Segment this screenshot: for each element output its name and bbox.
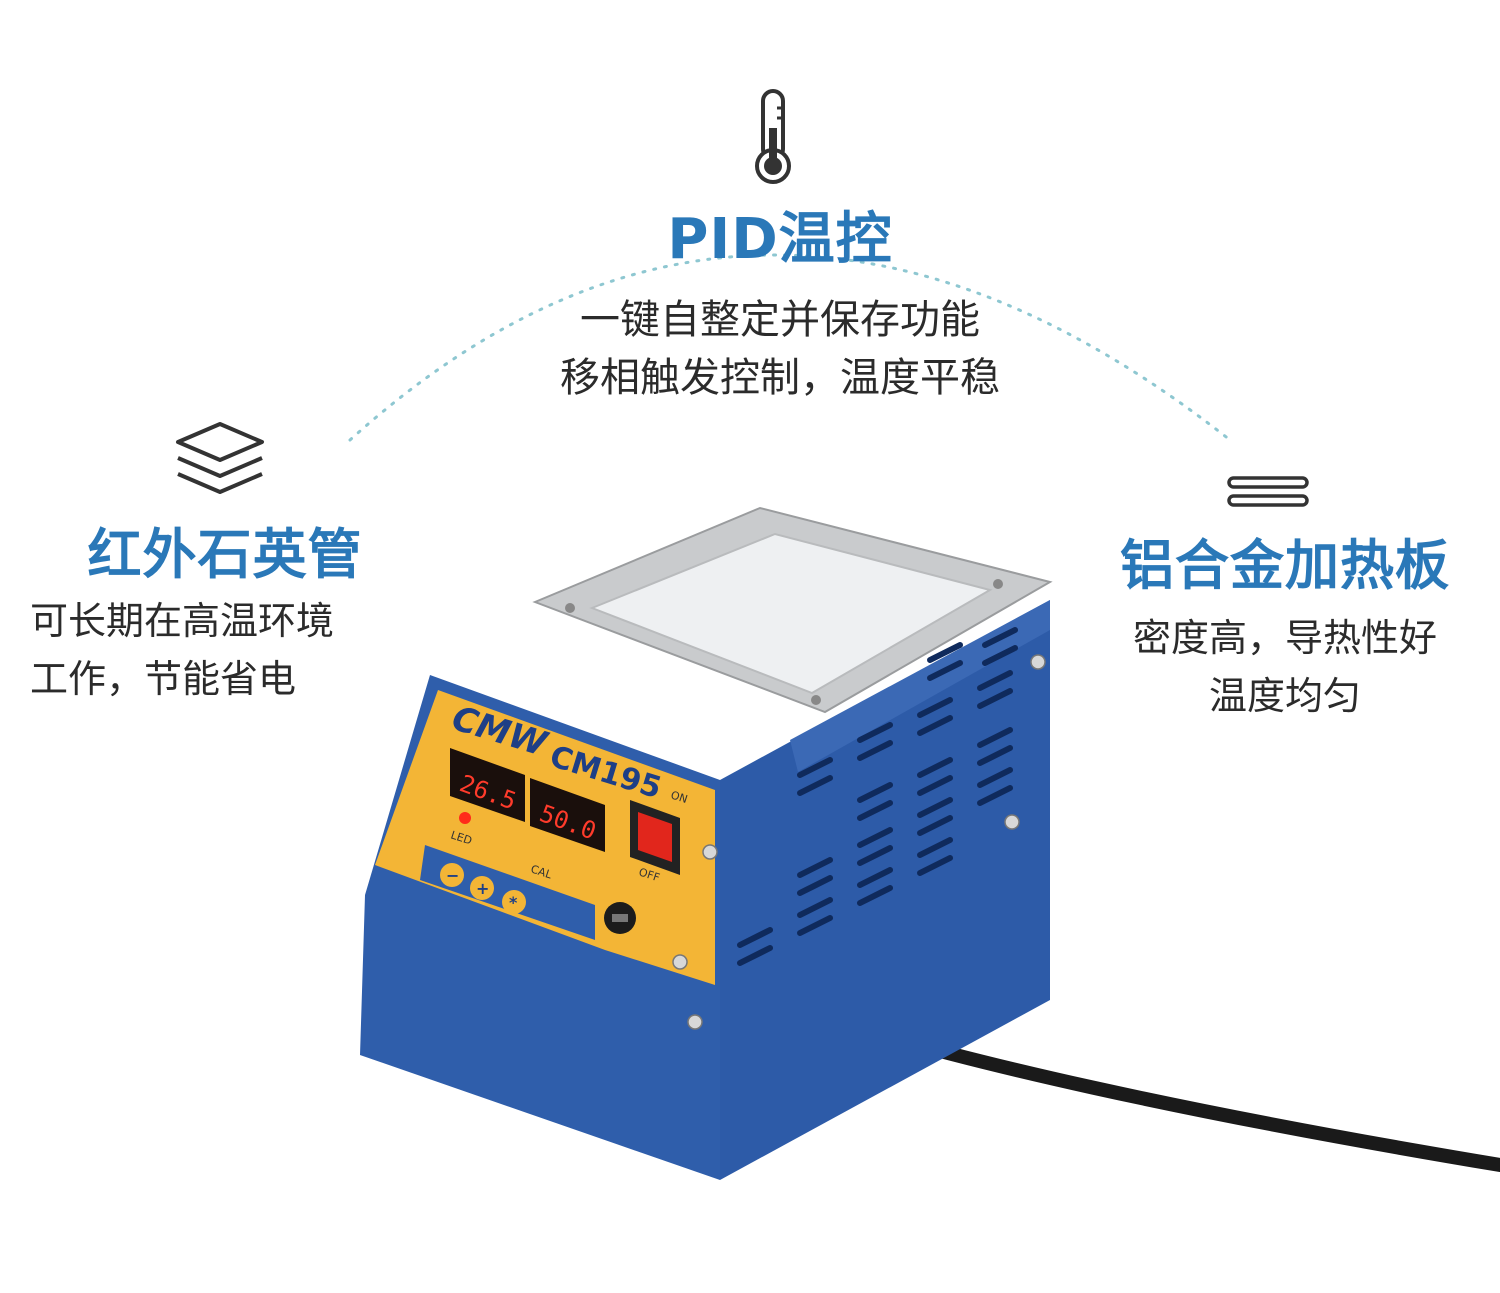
power-switch: ON OFF <box>630 788 689 884</box>
feature-title: 铝合金加热板 <box>1120 534 1450 597</box>
temperature-display-right: 50.0 <box>530 778 605 852</box>
feature-desc-line2: 温度均匀 <box>1208 674 1361 718</box>
led-indicator <box>459 812 471 824</box>
svg-text:−: − <box>446 866 459 885</box>
temperature-display-left: 26.5 <box>450 748 525 822</box>
top-heating-plate <box>532 506 1053 714</box>
svg-text:+: + <box>476 879 489 898</box>
feature-desc-line1: 密度高，导热性好 <box>1132 616 1437 660</box>
screws <box>672 654 1046 1030</box>
feature-pid-control: PID温控 一键自整定并保存功能 移相触发控制，温度平稳 <box>500 205 1060 407</box>
feature-title: 红外石英管 <box>87 523 363 586</box>
minus-button: − <box>440 863 464 887</box>
vent-slots <box>737 627 1018 966</box>
feature-aluminum-plate: 铝合金加热板 密度高，导热性好 温度均匀 <box>1090 533 1480 725</box>
svg-text:ON: ON <box>669 788 689 806</box>
svg-text:OFF: OFF <box>637 865 661 884</box>
feature-desc-line2: 移相触发控制，温度平稳 <box>560 355 1000 401</box>
svg-text:*: * <box>509 893 518 912</box>
thermometer-icon <box>748 88 798 192</box>
feature-quartz-tube: 红外石英管 可长期在高温环境 工作，节能省电 <box>30 522 420 708</box>
feature-desc-line2: 工作，节能省电 <box>30 657 297 701</box>
heating-plate-icon <box>1226 472 1310 516</box>
feature-desc-line1: 一键自整定并保存功能 <box>580 297 980 343</box>
feature-title: PID温控 <box>667 207 893 272</box>
layers-icon <box>172 420 268 504</box>
plus-button: + <box>470 876 494 900</box>
feature-desc-line1: 可长期在高温环境 <box>30 599 335 643</box>
svg-text:LED: LED <box>449 828 474 847</box>
star-button: * <box>502 890 526 914</box>
heating-station-product-image: CMW CM195 26.5 50.0 LED CAL ON OFF − <box>360 506 1500 1180</box>
